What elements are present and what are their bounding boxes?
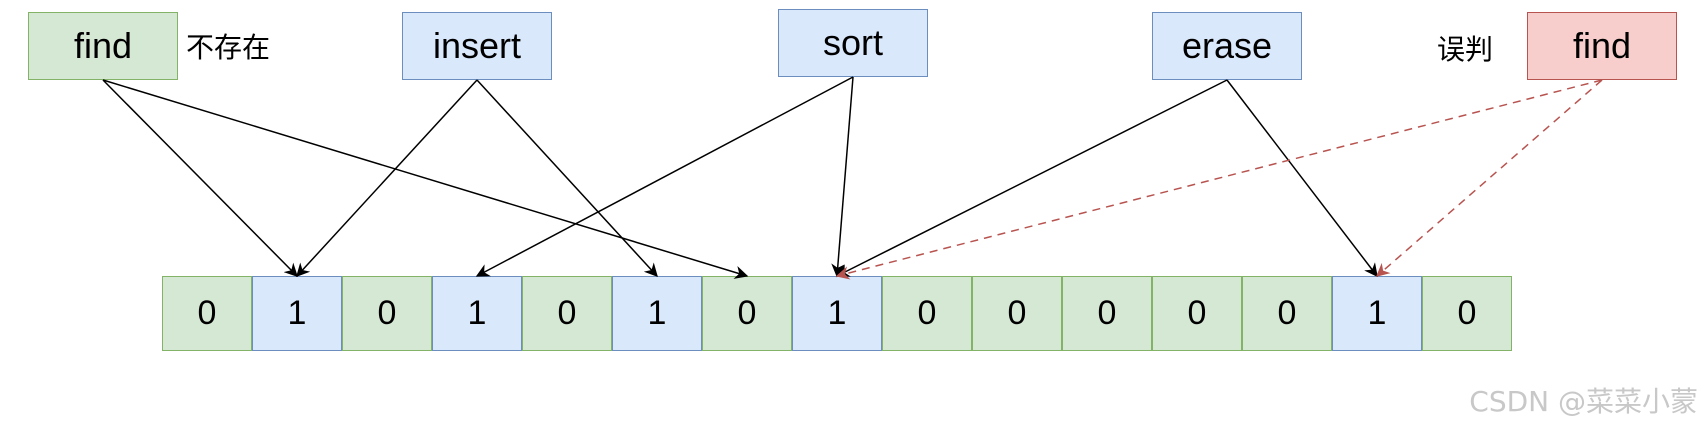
sort-box: sort (778, 9, 928, 77)
bit-cell-13: 1 (1332, 276, 1422, 351)
bit-cell-12: 0 (1242, 276, 1332, 351)
find-box-left: find (28, 12, 178, 80)
edge-erase-to-cell-13 (1226, 79, 1378, 278)
edge-find_right-to-cell-13 (1375, 79, 1603, 277)
false-positive-note: 误判 (1437, 33, 1494, 66)
not-exist-note: 不存在 (186, 31, 271, 64)
watermark: CSDN @菜菜小蒙 (1469, 385, 1698, 418)
edge-erase-to-cell-7 (835, 79, 1228, 277)
erase-box: erase (1152, 12, 1302, 80)
edge-insert-to-cell-5 (476, 79, 658, 277)
bit-cell-4: 0 (522, 276, 612, 351)
bit-cell-0: 0 (162, 276, 252, 351)
edge-find_left-to-cell-1 (102, 79, 298, 277)
bit-cell-1: 1 (252, 276, 342, 351)
bit-cell-9: 0 (972, 276, 1062, 351)
bit-cell-6: 0 (702, 276, 792, 351)
bit-cell-8: 0 (882, 276, 972, 351)
find-box-right: find (1527, 12, 1677, 80)
edge-find_left-to-cell-6 (102, 79, 749, 279)
bit-cell-7: 1 (792, 276, 882, 351)
edge-find_right-to-cell-7 (835, 79, 1603, 280)
bit-cell-2: 0 (342, 276, 432, 351)
bit-cell-5: 1 (612, 276, 702, 351)
edge-insert-to-cell-1 (296, 79, 478, 277)
bit-cell-3: 1 (432, 276, 522, 351)
insert-box: insert (402, 12, 552, 80)
bit-cell-10: 0 (1062, 276, 1152, 351)
edge-sort-to-cell-3 (475, 76, 854, 277)
bit-cell-14: 0 (1422, 276, 1512, 351)
edge-sort-to-cell-7 (831, 76, 854, 278)
bit-cell-11: 0 (1152, 276, 1242, 351)
